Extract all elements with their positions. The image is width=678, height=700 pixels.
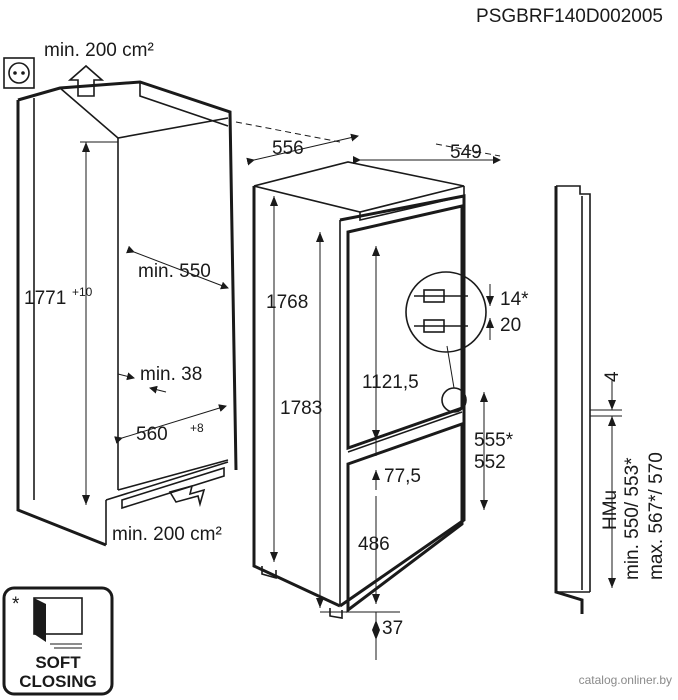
legend-star: *: [12, 594, 20, 615]
base-height-label: 37: [382, 618, 403, 639]
hmu-max-label: max. 567*/ 570: [646, 452, 667, 580]
niche-drawing: min. 200 cm² 1771 +10 min. 550 min. 38 5…: [3, 40, 238, 547]
hinge-detail-circle: [405, 271, 487, 353]
hinge-height2-label: 552: [474, 452, 506, 473]
door-gap-label: 77,5: [384, 466, 421, 487]
fridge-door-label: 1121,5: [362, 372, 419, 393]
vent-bottom-label: min. 200 cm²: [112, 524, 222, 545]
appliance-body-height-label: 1768: [266, 292, 308, 313]
legend-line1: SOFT: [35, 653, 81, 672]
appliance-depth-label: 549: [450, 142, 482, 163]
niche-depth-label: min. 550: [138, 261, 211, 282]
side-view-drawing: 4 HMu min. 550/ 553* max. 567*/ 570: [554, 185, 667, 614]
freezer-door-label: 486: [358, 534, 390, 555]
airflow-up-arrow-icon: [67, 64, 105, 97]
appliance-total-height-label: 1783: [280, 398, 322, 419]
niche-side-label: min. 38: [140, 364, 202, 385]
hinge-bottom-label: 20: [500, 315, 521, 336]
airflow-in-arrow-icon: [168, 484, 206, 508]
niche-height-label: 1771: [24, 288, 66, 309]
hmu-min-label: min. 550/ 553*: [622, 457, 643, 580]
soft-closing-legend: * SOFT CLOSING: [2, 586, 114, 696]
model-code: PSGBRF140D002005: [476, 6, 663, 27]
watermark: catalog.onliner.by: [579, 673, 672, 687]
door-closing-icon: [33, 597, 83, 649]
hinge-height-label: 555*: [474, 430, 514, 451]
vent-top-label: min. 200 cm²: [44, 40, 154, 61]
legend-line2: CLOSING: [19, 672, 96, 691]
niche-width-tol: +8: [190, 421, 204, 435]
hinge-top-label: 14*: [500, 289, 529, 310]
hmu-label: HMu: [600, 490, 621, 530]
appliance-width-label: 556: [272, 138, 304, 159]
niche-width-label: 560: [136, 424, 168, 445]
niche-height-tol: +10: [72, 285, 93, 299]
appliance-drawing: 556 549 1768 1783 1121,5 77,5 486: [235, 121, 529, 660]
socket-icon: [3, 57, 35, 89]
side-gap-label: 4: [602, 371, 623, 382]
